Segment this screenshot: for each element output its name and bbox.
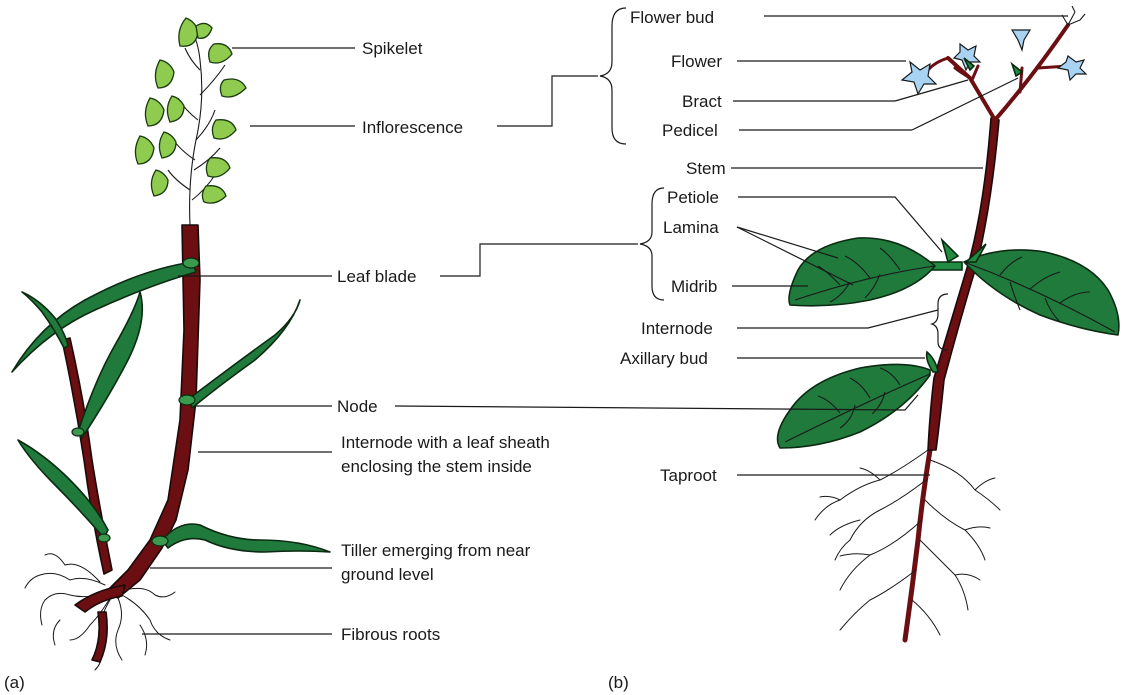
label-flower: Flower: [671, 52, 722, 71]
label-inflorescence: Inflorescence: [362, 118, 463, 137]
panel-label-a: (a): [4, 673, 25, 692]
label-taproot: Taproot: [660, 466, 717, 485]
dicot-leaf-lower: [778, 364, 930, 448]
labels-panel-a: Spikelet Inflorescence Leaf blade Node I…: [4, 39, 550, 692]
grass-leaf-upper-long: [12, 262, 196, 372]
label-axillary-bud: Axillary bud: [620, 349, 708, 368]
label-midrib: Midrib: [671, 277, 717, 296]
grass-tiller-leaf: [162, 524, 330, 552]
label-stem: Stem: [686, 159, 726, 178]
dicot-leaf-upper-left: [789, 238, 935, 306]
dicot-leaf-upper-right: [964, 250, 1119, 335]
panel-a-drawing: [12, 18, 330, 670]
label-tiller-line1: Tiller emerging from near: [341, 541, 531, 560]
label-spikelet: Spikelet: [362, 39, 423, 58]
label-tiller-line2: ground level: [341, 565, 434, 584]
label-internode-b: Internode: [641, 319, 713, 338]
label-pedicel: Pedicel: [662, 121, 718, 140]
label-node: Node: [337, 397, 378, 416]
label-petiole: Petiole: [667, 188, 719, 207]
label-bract: Bract: [682, 92, 722, 111]
labels-panel-b: Flower bud Flower Bract Pedicel Stem Pet…: [608, 8, 726, 692]
label-internode-line1: Internode with a leaf sheath: [341, 433, 550, 452]
panel-label-b: (b): [608, 673, 629, 692]
label-leaf-blade: Leaf blade: [337, 267, 416, 286]
label-internode-line2: enclosing the stem inside: [341, 457, 532, 476]
label-fibrous-roots: Fibrous roots: [341, 625, 440, 644]
label-flower-bud: Flower bud: [630, 8, 714, 27]
grass-leaf-right: [190, 300, 300, 408]
label-lamina: Lamina: [663, 218, 719, 237]
